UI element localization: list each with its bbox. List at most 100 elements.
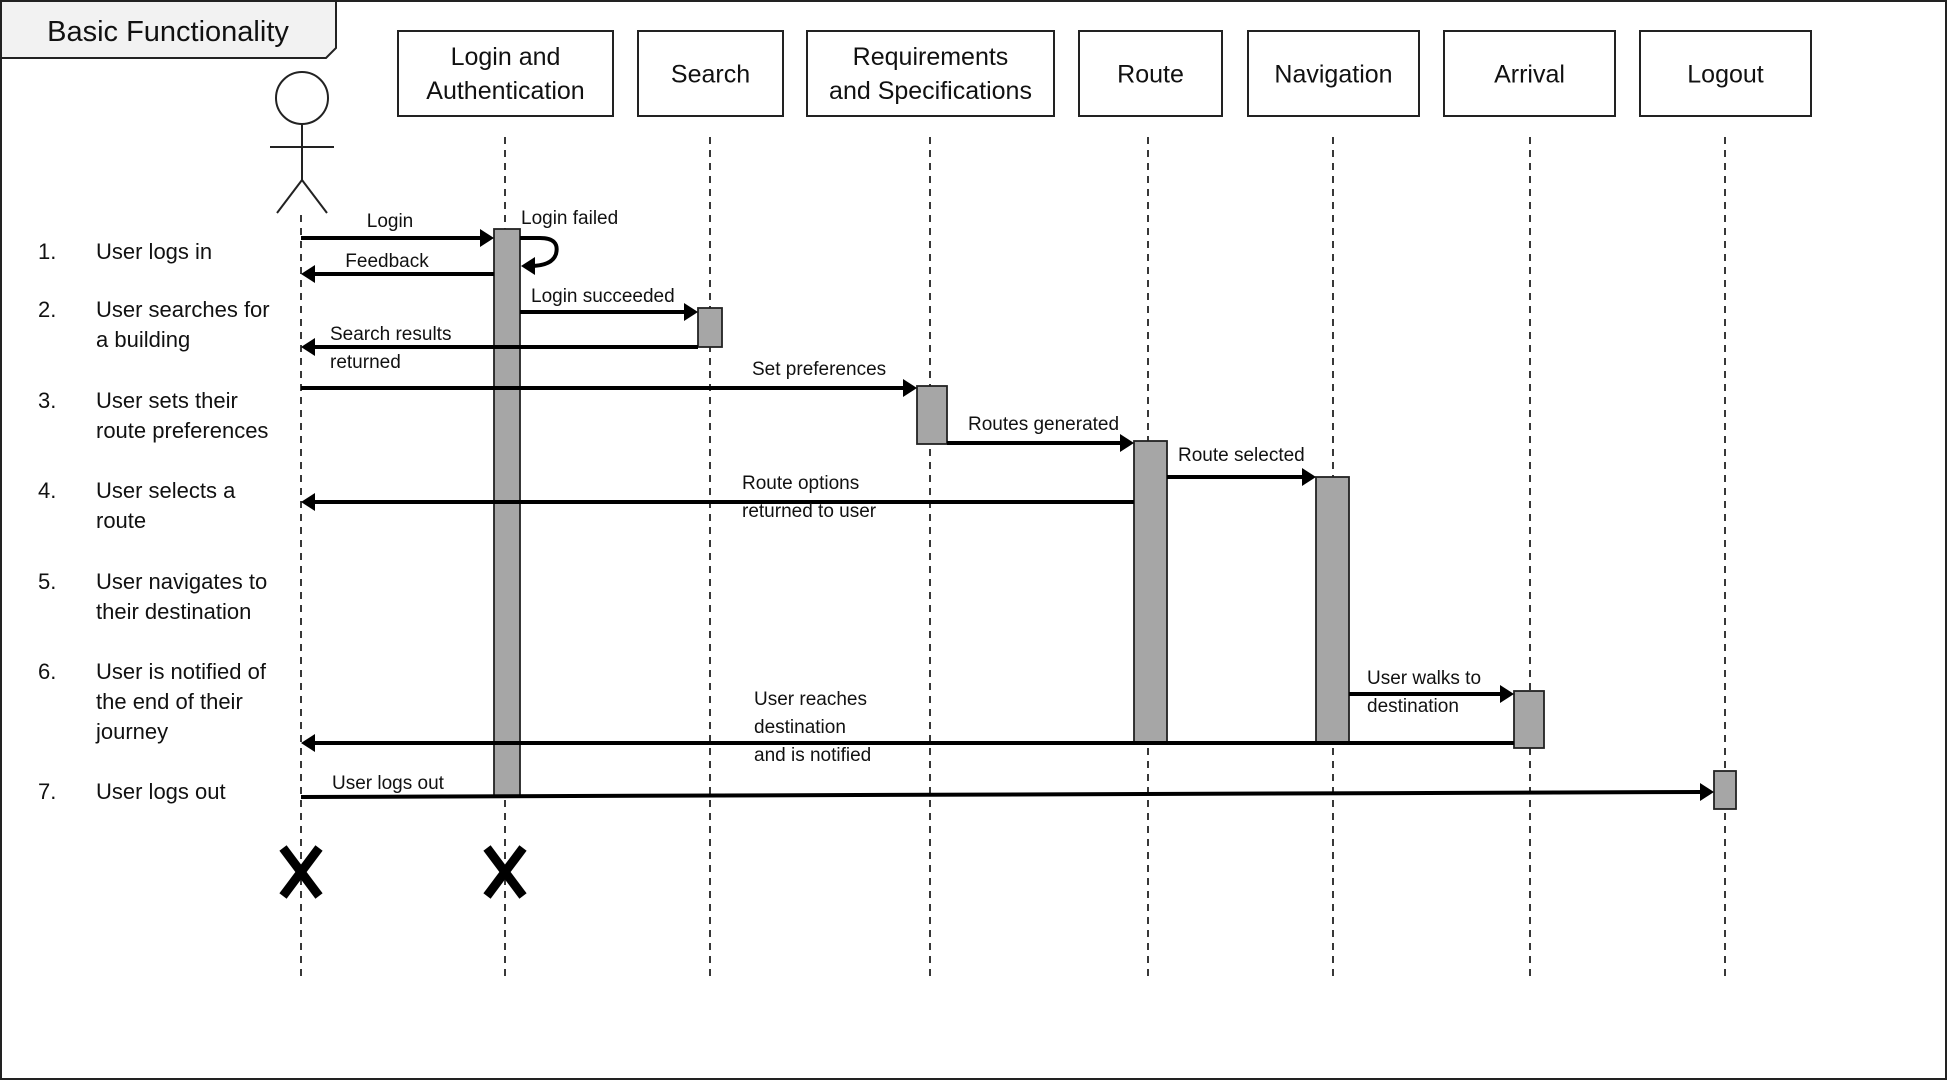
message-login-succeeded: Login succeeded	[520, 286, 698, 321]
message-route-selected: Route selected	[1167, 445, 1316, 486]
step-text-line: their destination	[96, 599, 251, 624]
message-set-preferences: Set preferences	[301, 359, 917, 397]
step-text-line: journey	[95, 719, 168, 744]
activation-requirements	[916, 385, 948, 445]
step-item: 7. User logs out	[38, 779, 226, 804]
step-text: User is notified of the end of their journ…	[95, 659, 267, 744]
step-number: 4.	[38, 478, 56, 503]
message-arrow	[520, 236, 559, 268]
step-text-line: a building	[96, 327, 190, 352]
step-text: User logs out	[96, 779, 226, 804]
message-label-line: User walks to	[1367, 668, 1481, 689]
step-text: User navigates to their destination	[96, 569, 267, 624]
participant-label-navigation: Navigation	[1274, 61, 1392, 89]
message-label: Route selected	[1178, 445, 1305, 466]
arrowhead	[301, 734, 315, 752]
message-label-line: destination	[1367, 696, 1459, 717]
step-text-line: route	[96, 508, 146, 533]
message-label: Login	[367, 211, 414, 232]
step-text-line: User selects a	[96, 478, 236, 503]
step-text-line: User navigates to	[96, 569, 267, 594]
arrowhead	[301, 493, 315, 511]
step-number: 7.	[38, 779, 56, 804]
participant-label-logout-line: Logout	[1687, 61, 1764, 89]
frame-title-tab	[0, 0, 337, 59]
message-label-line: Search results	[330, 324, 451, 345]
participant-label-route-line: Route	[1117, 61, 1184, 89]
arrowhead	[1302, 468, 1316, 486]
participant-label-navigation-line: Navigation	[1274, 61, 1392, 89]
participant-box-route	[1078, 30, 1223, 117]
step-item: 1. User logs in	[38, 239, 212, 264]
step-number: 5.	[38, 569, 56, 594]
participant-label-search: Search	[671, 61, 750, 89]
step-item: 6. User is notified of the end of their jou…	[38, 659, 267, 744]
message-login: Login	[301, 211, 494, 247]
participant-label-requirements-line: and Specifications	[829, 77, 1032, 105]
activation-navigation	[1315, 476, 1350, 744]
step-item: 4. User selects a route	[38, 478, 236, 533]
activation-arrival	[1513, 690, 1545, 749]
arrowhead	[684, 303, 698, 321]
activation-route	[1133, 440, 1168, 745]
activation-login	[493, 228, 521, 797]
step-text: User selects a route	[96, 478, 236, 533]
message-label: User logs out	[332, 773, 445, 794]
step-number: 2.	[38, 297, 56, 322]
step-item: 5. User navigates to their destination	[38, 569, 267, 624]
participant-label-logout: Logout	[1687, 61, 1764, 89]
message-label: Set preferences	[752, 359, 886, 380]
message-label: Login failed	[521, 208, 618, 229]
message-label: Login succeeded	[531, 286, 675, 307]
arrowhead	[1700, 783, 1714, 801]
arrowhead	[521, 257, 535, 275]
message-label-line: and is notified	[754, 745, 871, 766]
step-text-line: User is notified of	[96, 659, 267, 684]
participant-box-search	[637, 30, 784, 117]
arrowhead	[301, 265, 315, 283]
participant-box-arrival	[1443, 30, 1616, 117]
step-text-line: the end of their	[96, 689, 243, 714]
message-label-line: Feedback	[345, 251, 429, 272]
message-label-line: Set preferences	[752, 359, 886, 380]
activation-search	[697, 307, 723, 348]
message-label-line: returned to user	[742, 501, 877, 522]
activation-logout	[1713, 770, 1737, 810]
arrowhead	[903, 379, 917, 397]
arrowhead	[480, 229, 494, 247]
step-text: User logs in	[96, 239, 212, 264]
arrowhead	[1500, 685, 1514, 703]
message-label: User walks to destination	[1367, 668, 1481, 717]
message-label-line: Login	[367, 211, 414, 232]
step-number: 1.	[38, 239, 56, 264]
participant-label-route: Route	[1117, 61, 1184, 89]
step-text-line: User logs out	[96, 779, 226, 804]
frame-title: Basic Functionality	[47, 16, 289, 48]
step-text-line: route preferences	[96, 418, 268, 443]
message-label: Feedback	[345, 251, 429, 272]
arrowhead	[1120, 434, 1134, 452]
participant-label-login-line: Authentication	[426, 77, 584, 105]
message-label-line: User logs out	[332, 773, 445, 794]
participant-label-requirements: Requirements and Specifications	[829, 43, 1032, 105]
participant-box-logout	[1639, 30, 1812, 117]
message-login-failed: Login failed	[520, 208, 618, 275]
participant-label-requirements-line: Requirements	[853, 43, 1009, 71]
message-label-line: Login succeeded	[531, 286, 675, 307]
destroy-mark-login	[483, 845, 527, 899]
message-label-line: Routes generated	[968, 414, 1119, 435]
message-routes-generated: Routes generated	[947, 414, 1134, 452]
step-number: 6.	[38, 659, 56, 684]
arrowhead	[301, 338, 315, 356]
participant-label-login-line: Login and	[451, 43, 561, 71]
